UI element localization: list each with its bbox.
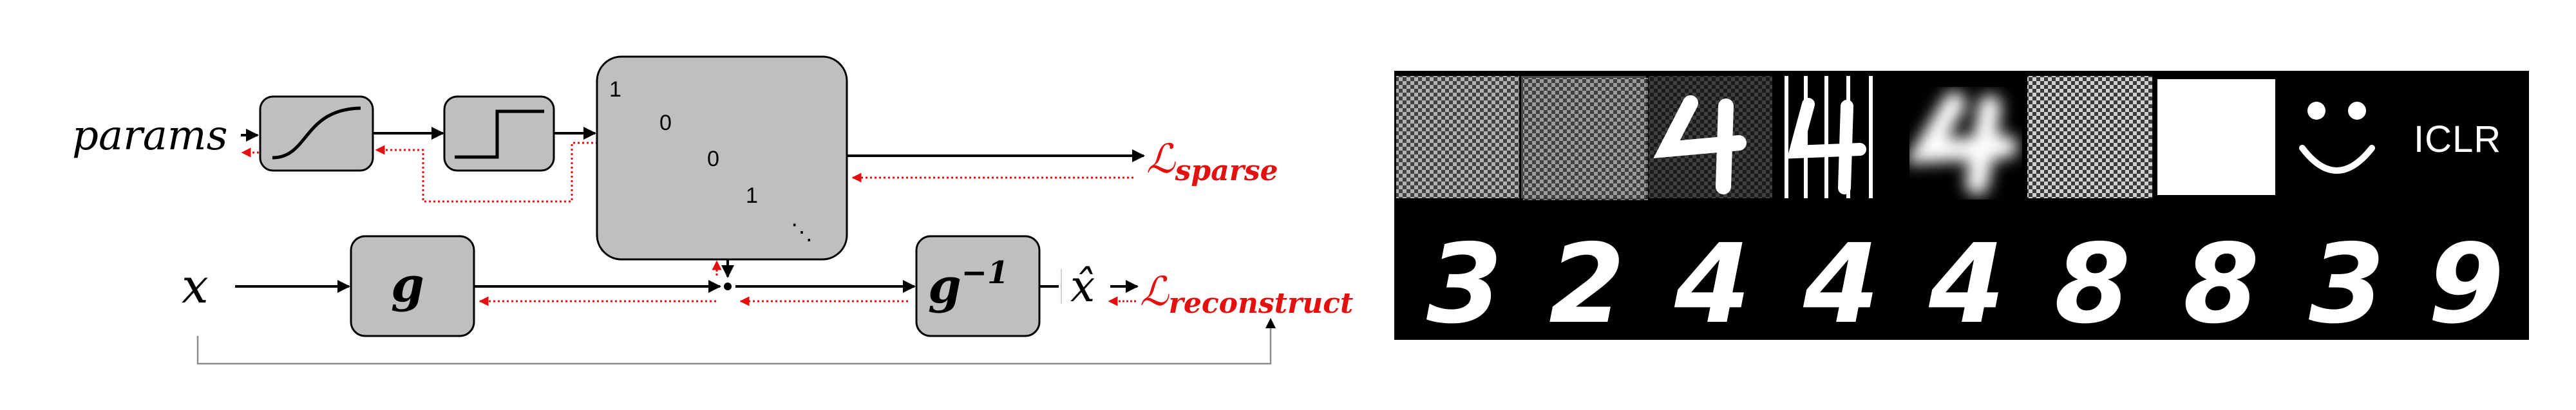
digit-tile-6: 8 [2054, 221, 2130, 348]
digit-tile-5: 4 [1928, 221, 2005, 348]
matrix-entry-1: 1 [609, 77, 621, 102]
digit-tile-4: 4 [1803, 221, 1879, 348]
x-hat-label: x̂ [1070, 261, 1095, 312]
sigmoid-box [259, 95, 374, 172]
loss-reconstruct-label: ℒreconstruct [1140, 268, 1353, 320]
multiply-node [724, 283, 732, 290]
g-encoder-box: g [350, 235, 475, 337]
tile-white-square [2154, 76, 2278, 198]
tile-checkerboard [2027, 76, 2152, 198]
digit-tile-9: 9 [2428, 221, 2504, 348]
tile-barred-digit [1775, 76, 1899, 198]
tile-blurred-digit [1900, 76, 2025, 198]
example-gallery: ICLR 3 2 4 4 4 8 8 3 9 [1394, 71, 2529, 348]
x-skip-connection [196, 325, 1272, 365]
digit-tile-8: 3 [2309, 221, 2385, 348]
architecture-diagram: params 1 0 0 1 ⋱ [72, 55, 1353, 365]
matrix-entry-4: 1 [746, 183, 758, 208]
sigmoid-curve-icon [272, 106, 361, 160]
step-box [443, 95, 555, 172]
tile-smiley-face [2281, 76, 2405, 198]
mask-matrix-box: 1 0 0 1 ⋱ [596, 55, 848, 261]
matrix-entry-2: 0 [659, 111, 672, 135]
digit-tile-7: 8 [2183, 221, 2259, 348]
g-inverse-label: g−1 [928, 255, 1009, 314]
step-function-icon [455, 109, 544, 159]
x-input-label: x [182, 259, 209, 314]
tile-noise-1 [1396, 76, 1519, 198]
iclr-label: ICLR [2414, 118, 2501, 160]
matrix-entry-3: 0 [707, 147, 719, 171]
g-encoder-label: g [391, 257, 424, 313]
digit-tile-2: 2 [1549, 221, 1625, 348]
tile-iclr-text: ICLR [2407, 76, 2527, 198]
tile-noise-2 [1521, 76, 1648, 200]
digit-tile-3: 4 [1674, 221, 1750, 348]
g-inverse-decoder-box: g−1 [915, 235, 1041, 337]
loss-sparse-label: ℒsparse [1146, 135, 1278, 187]
skip-connection-arrowhead [1265, 318, 1276, 328]
digit-tile-1: 3 [1426, 221, 1502, 348]
params-label: params [72, 112, 227, 160]
bottom-digit-row: 3 2 4 4 4 8 8 3 9 [1426, 221, 2504, 348]
matrix-ellipsis: ⋱ [791, 220, 813, 245]
tile-corrupted-digit [1649, 76, 1772, 198]
